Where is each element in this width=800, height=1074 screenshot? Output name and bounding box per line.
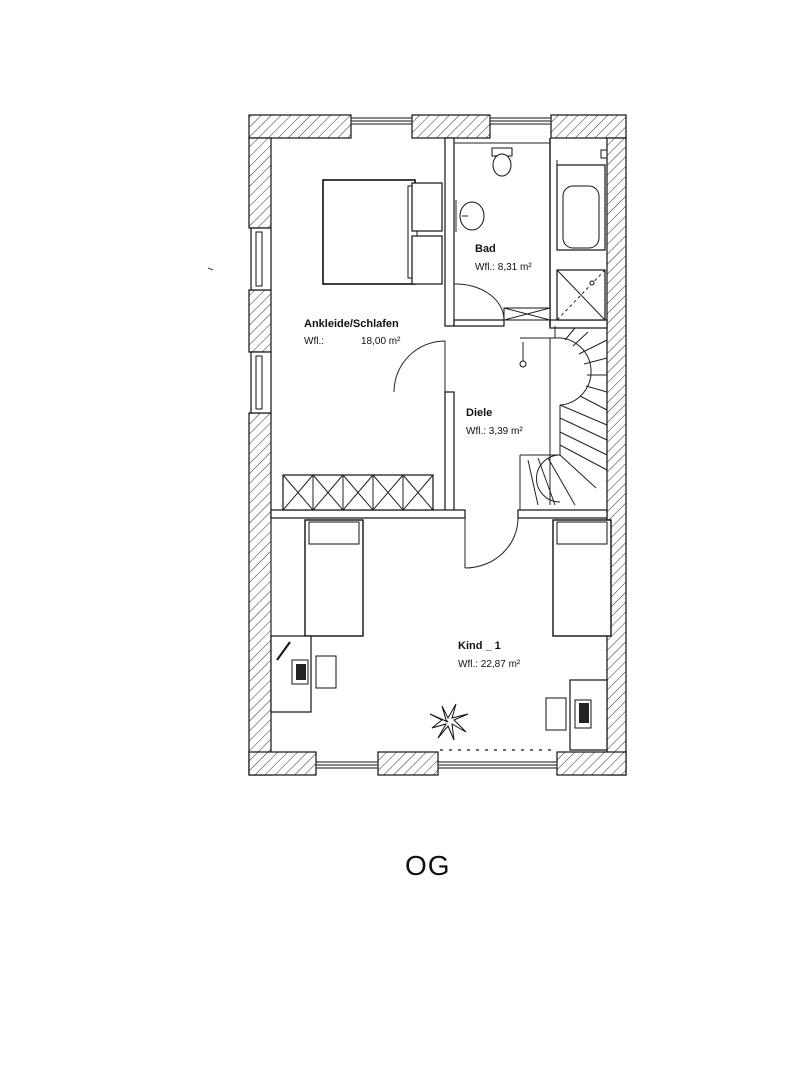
- room-name-diele: Diele: [466, 407, 492, 419]
- wall-right: [606, 137, 627, 776]
- window-top-left: [350, 117, 413, 125]
- bedroom-furniture: [282, 179, 443, 511]
- staircase: [519, 326, 608, 510]
- stair-start-marker: [519, 360, 527, 368]
- toilet: [491, 147, 513, 177]
- bathtub: [556, 149, 608, 251]
- outer-walls: [248, 114, 627, 776]
- door-kids: [464, 517, 519, 569]
- room-area-bad: Wfl.: 8,31 m²: [475, 262, 532, 273]
- wall-bottom-mid: [377, 751, 439, 776]
- wall-bath-diele: [453, 319, 505, 327]
- door-bedroom: [393, 340, 446, 393]
- kids-room-furniture: [270, 518, 612, 751]
- room-name-bad: Bad: [475, 243, 496, 255]
- room-area-diele: Wfl.: 3,39 m²: [466, 426, 523, 437]
- wall-bedroom-bath: [444, 137, 455, 327]
- window-bottom-right: [437, 761, 558, 769]
- room-labels: Ankleide/Schlafen Wfl.: 18,00 m² Bad Wfl…: [304, 243, 532, 670]
- pillow-top: [411, 182, 443, 232]
- windows: [250, 117, 558, 769]
- bed-right: [552, 519, 612, 637]
- desk-left: [270, 635, 337, 713]
- wall-left-2: [248, 289, 272, 353]
- wall-bedroom-diele: [444, 391, 455, 514]
- bathroom-fixtures: [455, 147, 608, 321]
- window-left-2: [250, 351, 272, 414]
- washbasin: [455, 200, 485, 232]
- wall-bottom-left: [248, 751, 317, 776]
- pillow-bottom: [411, 235, 443, 285]
- wardrobe: [282, 474, 434, 511]
- wall-bottom-right: [556, 751, 627, 776]
- wall-top-left: [248, 114, 352, 139]
- room-area-ankleide-value: 18,00 m²: [361, 336, 401, 347]
- door-bath: [453, 283, 505, 321]
- room-area-ankleide-prefix: Wfl.:: [304, 336, 324, 347]
- room-name-ankleide: Ankleide/Schlafen: [304, 318, 399, 330]
- shower: [556, 269, 606, 321]
- wall-bath-stair: [549, 319, 608, 329]
- floor-label: OG: [405, 850, 451, 881]
- bed-left: [270, 518, 364, 637]
- desk-right: [545, 679, 608, 751]
- doors: [393, 283, 519, 569]
- window-bottom-left: [315, 761, 379, 769]
- interior-walls: [270, 137, 608, 519]
- wall-top-right: [550, 114, 627, 139]
- window-top-right: [489, 117, 552, 125]
- wall-above-kids-left: [270, 509, 466, 519]
- double-bed: [322, 179, 416, 285]
- room-area-kind: Wfl.: 22,87 m²: [458, 659, 521, 670]
- wall-top-mid: [411, 114, 491, 139]
- room-name-kind: Kind _ 1: [458, 640, 501, 652]
- window-left-1: [250, 227, 272, 291]
- wall-left-1: [248, 137, 272, 229]
- bath-cabinet: [503, 307, 551, 321]
- plant: [429, 703, 469, 741]
- wall-above-kids-right: [517, 509, 608, 519]
- wall-left-3: [248, 412, 272, 776]
